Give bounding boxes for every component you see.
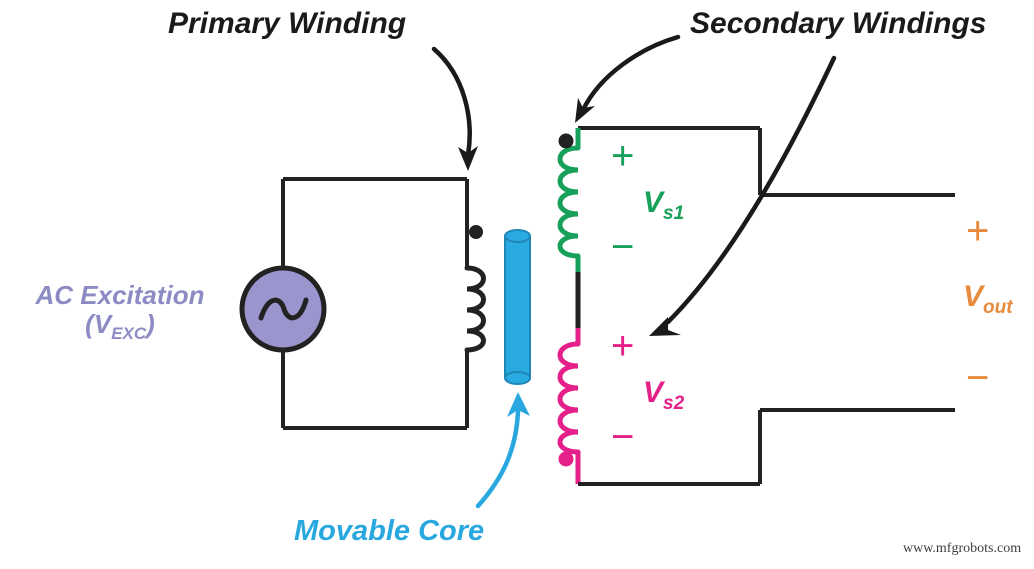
ac-excitation-subscript: EXC xyxy=(111,324,147,344)
vs1-plus-sign: + xyxy=(611,134,635,178)
secondary-top-dot-marker xyxy=(558,133,574,149)
primary-circuit-group xyxy=(239,177,486,430)
vout-label: Vout xyxy=(963,281,1013,318)
secondary-bottom-dot-marker xyxy=(558,451,574,467)
vs1-subscript: s1 xyxy=(663,203,685,224)
vs2-subscript: s2 xyxy=(663,393,685,414)
sine-wave-icon xyxy=(258,297,309,321)
vs1-label: Vs1 xyxy=(643,187,684,224)
ac-excitation-text: AC Excitation xyxy=(35,280,205,310)
core-cylinder-body xyxy=(505,236,530,378)
vs1-minus-sign: − xyxy=(611,225,635,269)
vs2-plus-sign: + xyxy=(611,324,635,368)
secondary-circuit-group xyxy=(557,126,955,486)
vs2-label: Vs2 xyxy=(643,377,684,414)
primary-winding-arrow-shaft xyxy=(431,46,472,158)
secondary-top-arrow-head xyxy=(575,98,595,123)
secondary-top-arrow-shaft xyxy=(580,34,681,113)
ac-excitation-v: V xyxy=(93,309,112,340)
core-cylinder-top-cap xyxy=(504,229,531,243)
vs2-minus-sign: − xyxy=(611,415,635,459)
vout-minus-sign: − xyxy=(966,356,990,400)
watermark: www.mfgrobots.com xyxy=(903,541,1022,556)
ac-excitation-open-paren: ( xyxy=(85,309,94,340)
secondary-bottom-arrow-shaft xyxy=(665,55,837,325)
vout-subscript: out xyxy=(983,297,1013,318)
movable-core-arrow-shaft xyxy=(475,409,521,509)
primary-winding-label: Primary Winding xyxy=(168,7,407,40)
movable-core-arrow-head xyxy=(507,392,530,417)
secondary-inductor-coil-vs2 xyxy=(557,341,581,455)
vs2-v: V xyxy=(643,376,664,409)
vs1-v: V xyxy=(643,186,664,219)
secondary-inductor-coil-vs1 xyxy=(557,145,581,259)
vout-v: V xyxy=(963,280,984,313)
secondary-windings-label: Secondary Windings xyxy=(690,7,987,40)
vout-plus-sign: + xyxy=(966,209,990,253)
core-cylinder-bottom-cap xyxy=(504,371,531,385)
ac-excitation-label: AC Excitation (VEXC) xyxy=(6,280,234,343)
secondary-bottom-arrow-head xyxy=(649,317,681,336)
movable-core-group xyxy=(504,229,531,385)
primary-dot-marker xyxy=(469,225,483,239)
annotation-arrows-group xyxy=(431,34,837,509)
ac-excitation-close-paren: ) xyxy=(146,309,155,340)
ac-excitation-symbol: (VEXC) xyxy=(6,311,234,343)
movable-core-label: Movable Core xyxy=(294,515,485,547)
primary-inductor-coil xyxy=(464,265,486,353)
primary-winding-arrow-head xyxy=(458,146,478,171)
